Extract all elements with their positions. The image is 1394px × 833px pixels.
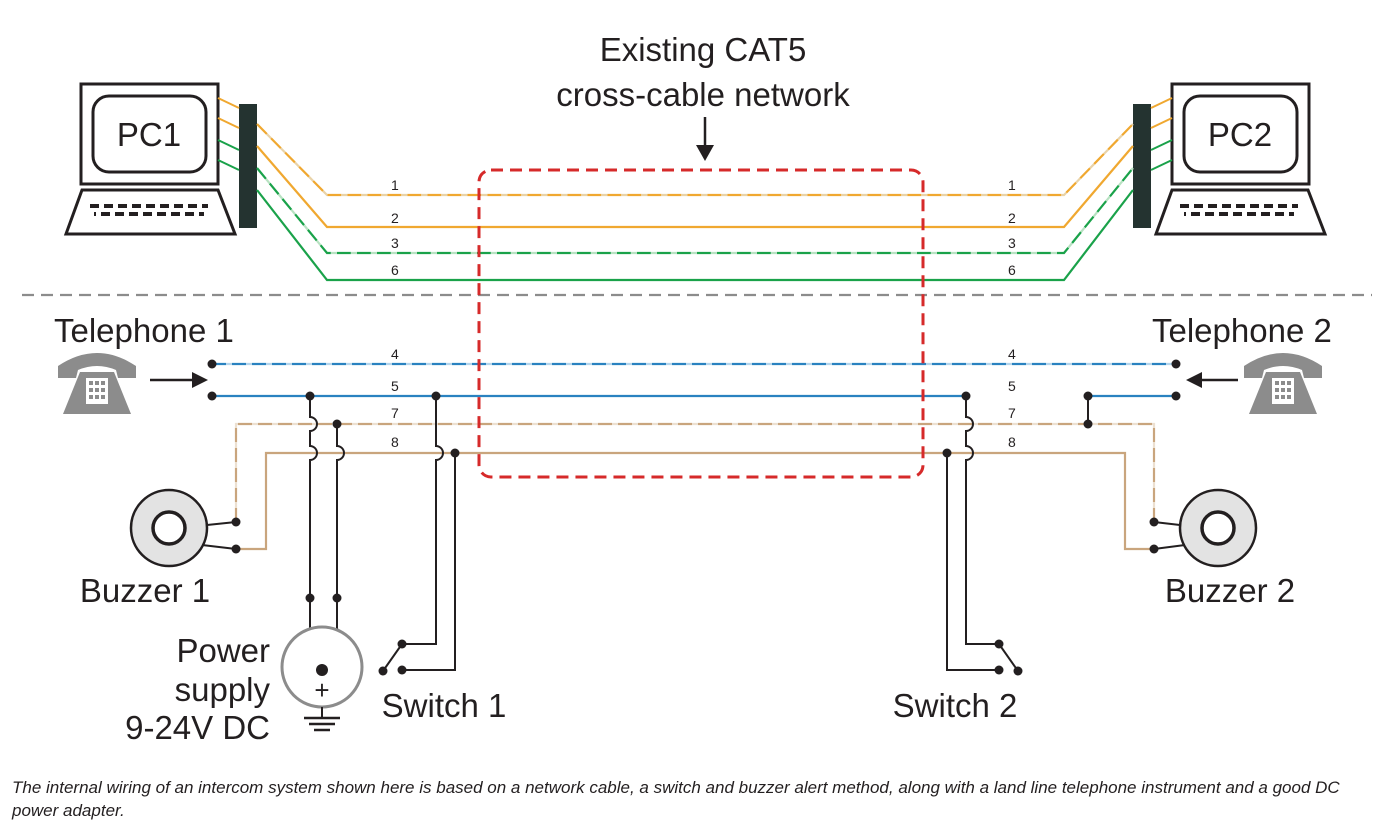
arrow-down-icon: [696, 145, 714, 161]
cat5-network-boundary: [477, 168, 925, 479]
label-wire-6-left: 6: [391, 262, 399, 278]
buzzer1-label: Buzzer 1: [80, 572, 210, 609]
wire-2: [256, 145, 1134, 229]
figure-caption: The internal wiring of an intercom syste…: [12, 778, 1340, 820]
pc2-connector: [1133, 104, 1151, 228]
buzzer1: Buzzer 1: [80, 488, 237, 609]
telephone-icon: [1244, 353, 1322, 414]
telephone2: Telephone 2: [1152, 312, 1332, 414]
power-supply-line2: supply: [175, 671, 271, 708]
pc1-computer: PC1: [63, 82, 257, 236]
junction-dots: [207, 359, 1181, 638]
title-line1: Existing CAT5: [600, 31, 807, 68]
telephone-icon: [58, 353, 136, 414]
buzzer2: Buzzer 2: [1153, 488, 1295, 609]
network-wires: [217, 97, 1173, 282]
arrow-right-icon: [192, 372, 208, 388]
wire-6: [256, 189, 1134, 282]
power-supply-plus: +: [314, 675, 329, 705]
pc2-label: PC2: [1208, 116, 1272, 153]
arrow-left-icon: [1186, 372, 1202, 388]
label-wire-5-left: 5: [391, 378, 399, 394]
label-wire-1-left: 1: [391, 177, 399, 193]
wire-3: [256, 167, 1134, 255]
buzzer2-label: Buzzer 2: [1165, 572, 1295, 609]
label-wire-2-left: 2: [391, 210, 399, 226]
telephone1-label: Telephone 1: [54, 312, 234, 349]
label-wire-8-left: 8: [391, 434, 399, 450]
power-supply-line1: Power: [176, 632, 270, 669]
label-wire-5-right: 5: [1008, 378, 1016, 394]
pc1-connector: [239, 104, 257, 228]
label-wire-7-right: 7: [1008, 405, 1016, 421]
switch2: Switch 2: [893, 639, 1023, 724]
label-wire-3-right: 3: [1008, 235, 1016, 251]
switch1: Switch 1: [378, 639, 507, 724]
wire-8: [236, 451, 1154, 551]
label-wire-4-left: 4: [391, 346, 399, 362]
label-wire-2-right: 2: [1008, 210, 1016, 226]
vertical-wires: [309, 396, 1089, 671]
label-wire-8-right: 8: [1008, 434, 1016, 450]
switch1-label: Switch 1: [382, 687, 507, 724]
telephone1: Telephone 1: [54, 312, 234, 414]
power-supply: + Power supply 9-24V DC: [125, 625, 364, 746]
wire-1: [256, 123, 1134, 197]
pc1-label: PC1: [117, 116, 181, 153]
title: Existing CAT5 cross-cable network: [556, 31, 850, 161]
telephone2-label: Telephone 2: [1152, 312, 1332, 349]
wire-7: [234, 422, 1156, 522]
power-supply-line3: 9-24V DC: [125, 709, 270, 746]
network-wire-labels: 1 2 3 6 1 2 3 6: [391, 177, 1016, 278]
label-wire-3-left: 3: [391, 235, 399, 251]
label-wire-1-right: 1: [1008, 177, 1016, 193]
switch-icon: [378, 639, 407, 676]
label-wire-7-left: 7: [391, 405, 399, 421]
switch2-label: Switch 2: [893, 687, 1018, 724]
pc2-computer: PC2: [1133, 82, 1328, 236]
title-line2: cross-cable network: [556, 76, 850, 113]
label-wire-4-right: 4: [1008, 346, 1016, 362]
label-wire-6-right: 6: [1008, 262, 1016, 278]
intercom-wire-labels: 4 5 7 8 4 5 7 8: [391, 346, 1016, 450]
intercom-wires: [212, 362, 1176, 551]
switch-icon: [994, 639, 1023, 676]
